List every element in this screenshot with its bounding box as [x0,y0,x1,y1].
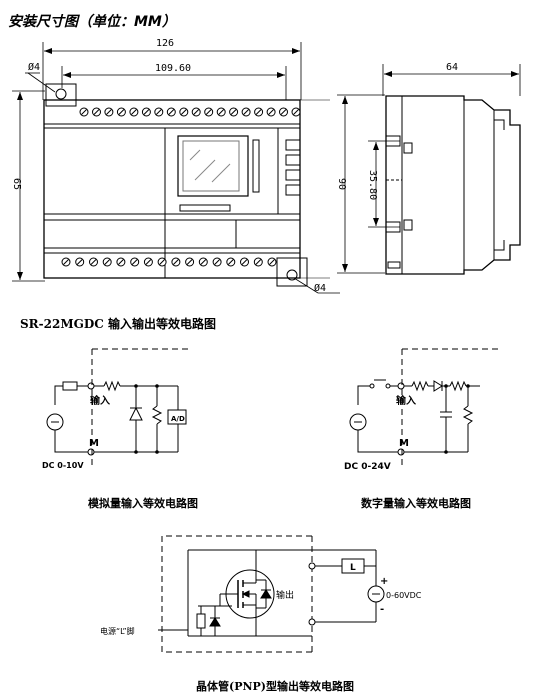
output-label: 输出 [276,589,294,601]
terminal-screw-slot [293,109,299,115]
power-label: 电源“L”脚 [100,626,135,636]
common-terminal [308,618,316,626]
terminal-screw-slot [180,109,187,115]
analog-common-label: M [89,438,99,449]
equivalent-circuit-title: SR-22MGDC 输入输出等效电路图 [20,316,216,331]
hole-label-bottom: Ø4 [314,282,326,294]
terminal-screw-slot [90,259,97,265]
dim-rail: 35.80 [367,170,378,200]
terminal-screw-slot [76,259,83,265]
terminal-screw-slot [145,259,152,265]
digital-common-label: M [399,438,409,449]
terminal-screw-slot [104,259,111,265]
output-terminal [308,562,316,570]
terminal-screw-slot [155,109,162,115]
dim-height: 65 [11,178,22,190]
digital-input-label: 输入 [396,394,416,407]
analog-input-circuit [46,348,190,468]
supply-label: 0-60VDC [386,591,422,600]
dim-overall-width: 126 [156,38,174,49]
dim-side-depth: 64 [446,62,458,73]
terminal-screw-slot [168,109,175,115]
digital-input-circuit [349,348,500,468]
terminal-screw-slot [118,109,125,115]
dim-hole-spacing: 109.60 [155,63,191,74]
terminal-screw-slot [106,109,112,115]
analog-node-4 [155,450,159,454]
terminal-screw-slot [193,109,200,115]
minus-label: - [380,604,384,615]
terminal-screw-slot [63,259,69,265]
digital-source-label: DC 0-24V [344,462,391,472]
mounting-hole-bottom [286,269,298,281]
terminal-screw-slot [173,259,179,265]
transistor-output-circuit [158,535,385,653]
analog-source-label: DC 0-10V [42,461,84,470]
analog-node-3 [134,450,138,454]
terminal-screw-slot [200,259,207,265]
terminal-screw-slot [143,109,150,115]
top-terminal-screws [79,107,301,117]
hole-label-top: Ø4 [28,61,40,73]
terminal-screw-slot [268,109,274,115]
terminal-screw-slot [230,109,237,115]
terminal-screw-slot [227,259,234,265]
header-title: 安装尺寸图（单位：MM） [8,13,176,30]
terminal-screw-slot [241,259,248,265]
digital-node-1 [444,384,448,388]
terminal-screw-slot [218,109,225,115]
front-view [12,42,340,294]
terminal-screw-slot [159,259,165,265]
terminal-screw-slot [81,109,87,115]
analog-node-2 [155,384,159,388]
terminal-screw-slot [93,109,100,115]
terminal-screw-slot [186,259,193,265]
analog-ad-label: A/D [171,415,185,423]
terminal-screw-slot [255,259,262,265]
digital-caption: 数字量输入等效电路图 [361,496,471,510]
digital-node-3 [444,450,448,454]
terminal-screw-slot [205,109,212,115]
dim-side-height: 90 [336,178,347,190]
terminal-screw-slot [131,259,138,265]
terminal-screw-slot [131,109,137,115]
transistor-caption: 晶体管(PNP)型输出等效电路图 [196,679,354,693]
side-view [337,64,521,275]
digital-node-2 [466,384,470,388]
terminal-screw-slot [269,259,275,265]
analog-caption: 模拟量输入等效电路图 [88,496,198,510]
terminal-screw-slot [243,109,249,115]
analog-node-1 [134,384,138,388]
plus-label: + [380,576,388,587]
mounting-hole-top [55,88,67,100]
bottom-terminal-screws [61,257,277,267]
load-label: L [350,563,356,573]
analog-input-label: 输入 [90,394,110,407]
terminal-screw-slot [255,109,262,115]
terminal-screw-slot [280,109,287,115]
terminal-screw-slot [118,259,124,265]
terminal-screw-slot [214,259,220,265]
